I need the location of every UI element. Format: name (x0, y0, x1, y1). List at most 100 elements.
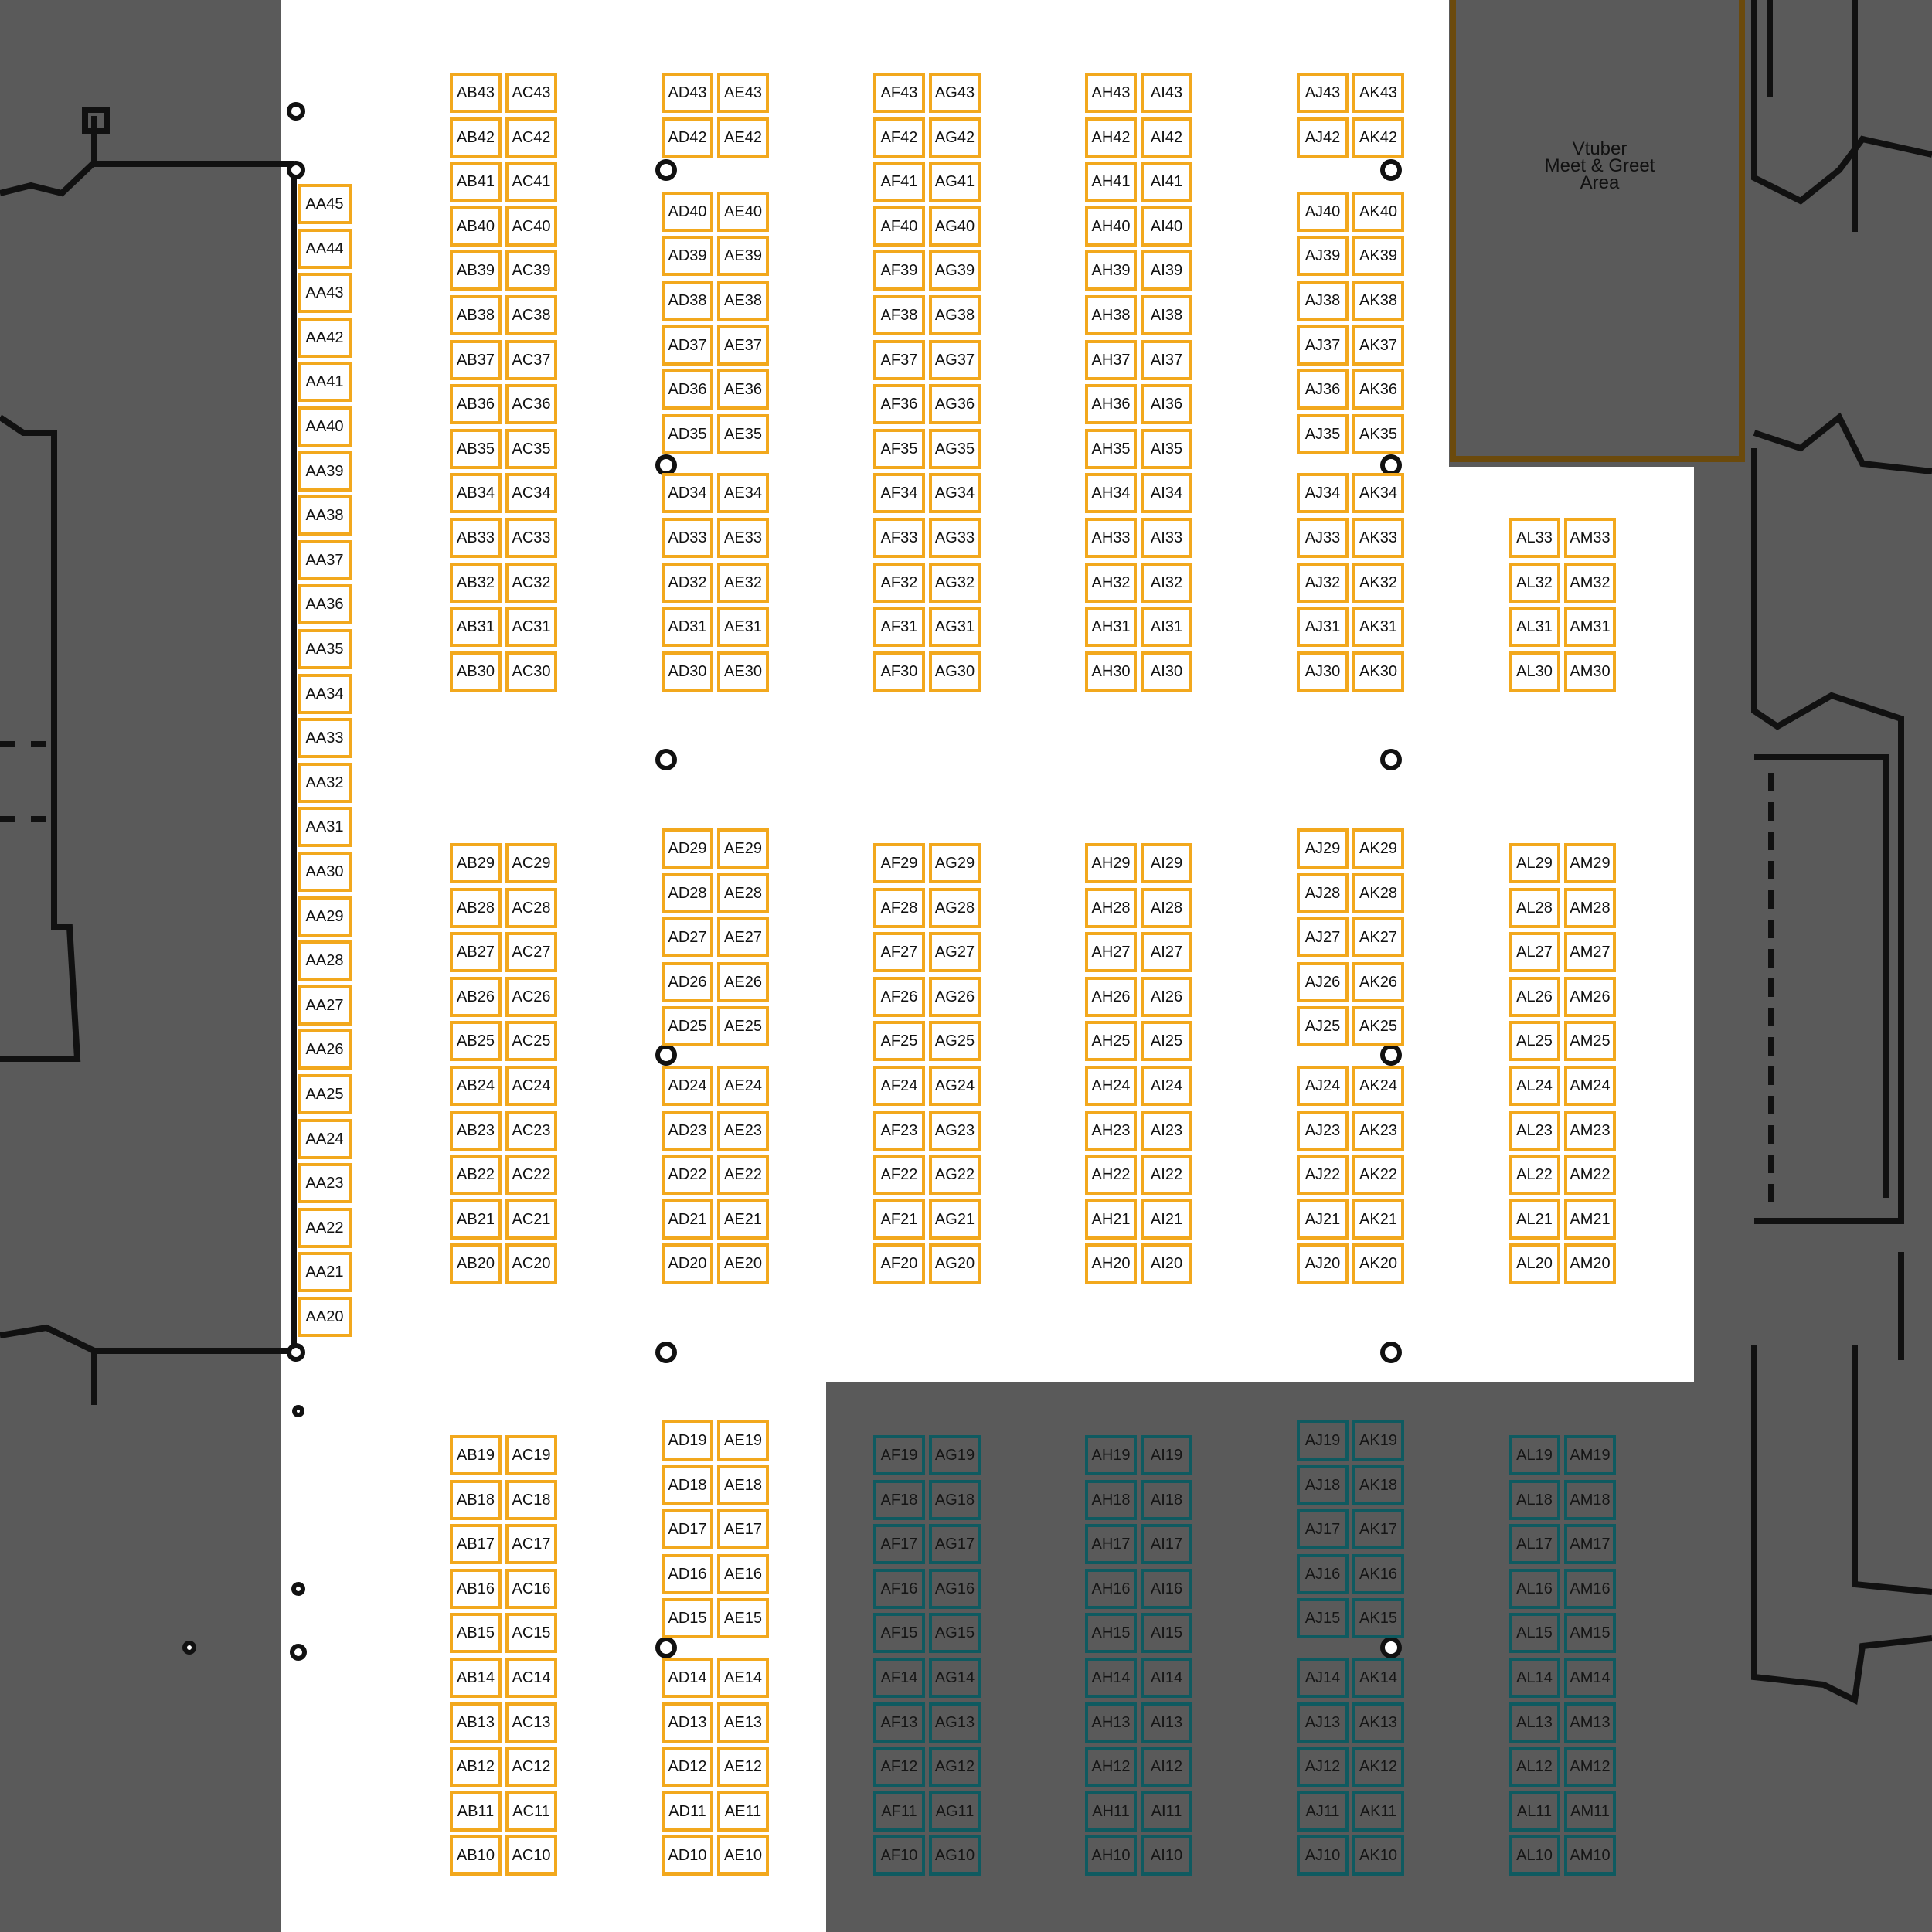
booth-am17[interactable]: AM17 (1564, 1524, 1616, 1564)
booth-ag14[interactable]: AG14 (929, 1658, 981, 1698)
booth-ab17[interactable]: AB17 (450, 1524, 502, 1564)
booth-ad33[interactable]: AD33 (662, 518, 713, 558)
booth-aj42[interactable]: AJ42 (1297, 117, 1349, 158)
booth-aj16[interactable]: AJ16 (1297, 1554, 1349, 1594)
booth-ac42[interactable]: AC42 (505, 117, 557, 158)
booth-ai41[interactable]: AI41 (1141, 162, 1192, 202)
booth-ae30[interactable]: AE30 (717, 651, 769, 692)
booth-ab37[interactable]: AB37 (450, 340, 502, 380)
booth-af15[interactable]: AF15 (873, 1613, 925, 1653)
booth-af27[interactable]: AF27 (873, 932, 925, 972)
booth-ak27[interactable]: AK27 (1352, 917, 1404, 957)
booth-ab34[interactable]: AB34 (450, 473, 502, 513)
booth-al16[interactable]: AL16 (1509, 1569, 1560, 1609)
booth-ab13[interactable]: AB13 (450, 1702, 502, 1743)
booth-af12[interactable]: AF12 (873, 1747, 925, 1787)
booth-ai16[interactable]: AI16 (1141, 1569, 1192, 1609)
booth-aa26[interactable]: AA26 (298, 1029, 352, 1070)
booth-ae35[interactable]: AE35 (717, 414, 769, 454)
booth-aj14[interactable]: AJ14 (1297, 1658, 1349, 1698)
booth-af25[interactable]: AF25 (873, 1021, 925, 1061)
booth-aj29[interactable]: AJ29 (1297, 828, 1349, 869)
booth-am13[interactable]: AM13 (1564, 1702, 1616, 1743)
booth-aa27[interactable]: AA27 (298, 985, 352, 1026)
booth-aj18[interactable]: AJ18 (1297, 1465, 1349, 1505)
booth-af42[interactable]: AF42 (873, 117, 925, 158)
booth-ah36[interactable]: AH36 (1085, 384, 1137, 424)
booth-al25[interactable]: AL25 (1509, 1021, 1560, 1061)
booth-ad31[interactable]: AD31 (662, 607, 713, 647)
booth-aa39[interactable]: AA39 (298, 451, 352, 492)
booth-ad26[interactable]: AD26 (662, 962, 713, 1002)
booth-ah17[interactable]: AH17 (1085, 1524, 1137, 1564)
booth-ag11[interactable]: AG11 (929, 1791, 981, 1832)
booth-aa23[interactable]: AA23 (298, 1163, 352, 1203)
booth-ah31[interactable]: AH31 (1085, 607, 1137, 647)
booth-am23[interactable]: AM23 (1564, 1111, 1616, 1151)
booth-am31[interactable]: AM31 (1564, 607, 1616, 647)
booth-ah14[interactable]: AH14 (1085, 1658, 1137, 1698)
booth-ag31[interactable]: AG31 (929, 607, 981, 647)
booth-aj37[interactable]: AJ37 (1297, 325, 1349, 366)
booth-ab36[interactable]: AB36 (450, 384, 502, 424)
booth-ai27[interactable]: AI27 (1141, 932, 1192, 972)
booth-ad19[interactable]: AD19 (662, 1420, 713, 1461)
booth-ak31[interactable]: AK31 (1352, 607, 1404, 647)
booth-af24[interactable]: AF24 (873, 1066, 925, 1106)
booth-ac32[interactable]: AC32 (505, 563, 557, 603)
booth-ab30[interactable]: AB30 (450, 651, 502, 692)
booth-ah37[interactable]: AH37 (1085, 340, 1137, 380)
booth-af22[interactable]: AF22 (873, 1155, 925, 1195)
booth-ad13[interactable]: AD13 (662, 1702, 713, 1743)
booth-af37[interactable]: AF37 (873, 340, 925, 380)
booth-ab31[interactable]: AB31 (450, 607, 502, 647)
booth-aj10[interactable]: AJ10 (1297, 1835, 1349, 1876)
booth-ak12[interactable]: AK12 (1352, 1747, 1404, 1787)
booth-aj13[interactable]: AJ13 (1297, 1702, 1349, 1743)
booth-ag25[interactable]: AG25 (929, 1021, 981, 1061)
booth-ae10[interactable]: AE10 (717, 1835, 769, 1876)
booth-ad27[interactable]: AD27 (662, 917, 713, 957)
booth-ae37[interactable]: AE37 (717, 325, 769, 366)
booth-ab41[interactable]: AB41 (450, 162, 502, 202)
booth-ac25[interactable]: AC25 (505, 1021, 557, 1061)
booth-ak17[interactable]: AK17 (1352, 1509, 1404, 1549)
booth-ac31[interactable]: AC31 (505, 607, 557, 647)
booth-ad10[interactable]: AD10 (662, 1835, 713, 1876)
booth-ah20[interactable]: AH20 (1085, 1243, 1137, 1284)
booth-ag15[interactable]: AG15 (929, 1613, 981, 1653)
booth-ai11[interactable]: AI11 (1141, 1791, 1192, 1832)
booth-ah34[interactable]: AH34 (1085, 473, 1137, 513)
booth-ah40[interactable]: AH40 (1085, 206, 1137, 247)
booth-ah42[interactable]: AH42 (1085, 117, 1137, 158)
booth-ak28[interactable]: AK28 (1352, 873, 1404, 913)
booth-ad37[interactable]: AD37 (662, 325, 713, 366)
booth-ac18[interactable]: AC18 (505, 1480, 557, 1520)
booth-af30[interactable]: AF30 (873, 651, 925, 692)
booth-al26[interactable]: AL26 (1509, 977, 1560, 1017)
booth-ac37[interactable]: AC37 (505, 340, 557, 380)
booth-af11[interactable]: AF11 (873, 1791, 925, 1832)
booth-ag21[interactable]: AG21 (929, 1199, 981, 1240)
booth-ak37[interactable]: AK37 (1352, 325, 1404, 366)
booth-am19[interactable]: AM19 (1564, 1435, 1616, 1475)
booth-ac22[interactable]: AC22 (505, 1155, 557, 1195)
booth-aa42[interactable]: AA42 (298, 318, 352, 358)
booth-ac41[interactable]: AC41 (505, 162, 557, 202)
booth-aj27[interactable]: AJ27 (1297, 917, 1349, 957)
booth-af29[interactable]: AF29 (873, 843, 925, 883)
booth-aa21[interactable]: AA21 (298, 1252, 352, 1292)
booth-ai12[interactable]: AI12 (1141, 1747, 1192, 1787)
booth-ae40[interactable]: AE40 (717, 192, 769, 232)
booth-ae19[interactable]: AE19 (717, 1420, 769, 1461)
booth-ad23[interactable]: AD23 (662, 1111, 713, 1151)
booth-ac14[interactable]: AC14 (505, 1658, 557, 1698)
booth-ac39[interactable]: AC39 (505, 250, 557, 291)
booth-ai14[interactable]: AI14 (1141, 1658, 1192, 1698)
booth-ae15[interactable]: AE15 (717, 1598, 769, 1638)
booth-ag43[interactable]: AG43 (929, 73, 981, 113)
booth-ad42[interactable]: AD42 (662, 117, 713, 158)
booth-ai26[interactable]: AI26 (1141, 977, 1192, 1017)
booth-ai17[interactable]: AI17 (1141, 1524, 1192, 1564)
booth-ac34[interactable]: AC34 (505, 473, 557, 513)
